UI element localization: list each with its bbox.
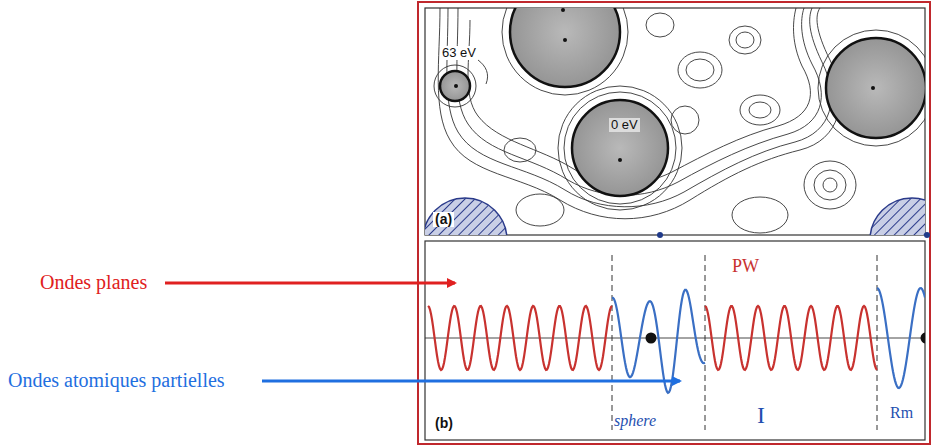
leader-line	[478, 60, 488, 84]
region-label: I	[757, 402, 765, 428]
region-label: PW	[732, 257, 759, 277]
figure-frame	[418, 2, 930, 444]
atomic-spheres	[425, 8, 925, 235]
atom-marker	[657, 232, 663, 238]
callout-label: Ondes atomiques partielles	[8, 369, 225, 391]
contour-map	[434, 8, 925, 233]
callout-arrow	[262, 380, 680, 383]
radius-label: Rm	[888, 404, 915, 422]
panel-b-frame	[425, 241, 925, 440]
panel-label: (a)	[433, 212, 454, 227]
callout-arrow	[165, 282, 455, 285]
energy-label: 63 eV	[440, 46, 478, 60]
atom-marker	[924, 232, 930, 238]
energy-label: 0 eV	[609, 118, 640, 132]
region-label: sphere	[614, 412, 656, 430]
wave-panel	[425, 255, 925, 430]
panel-label: (b)	[433, 416, 455, 431]
panel-a-frame	[425, 8, 925, 235]
callout-label: Ondes planes	[40, 271, 147, 293]
